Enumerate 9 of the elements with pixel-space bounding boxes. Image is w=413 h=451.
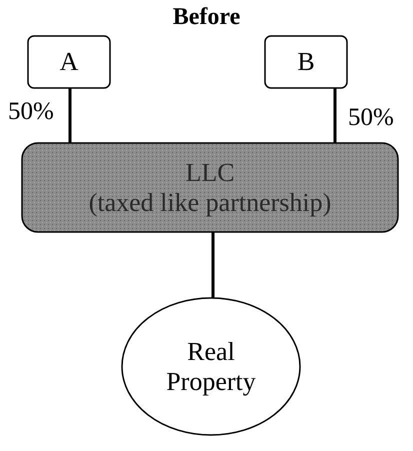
node-label: B [297,47,315,77]
node-label: Real Property [165,336,257,396]
connector-line [334,88,336,143]
node-label: LLC [185,158,235,188]
node-subtitle: (taxed like partnership) [88,188,332,218]
connector-line [212,232,214,298]
connector-line [68,88,72,143]
node-label: A [60,47,78,77]
diagram-title: Before [172,4,242,31]
